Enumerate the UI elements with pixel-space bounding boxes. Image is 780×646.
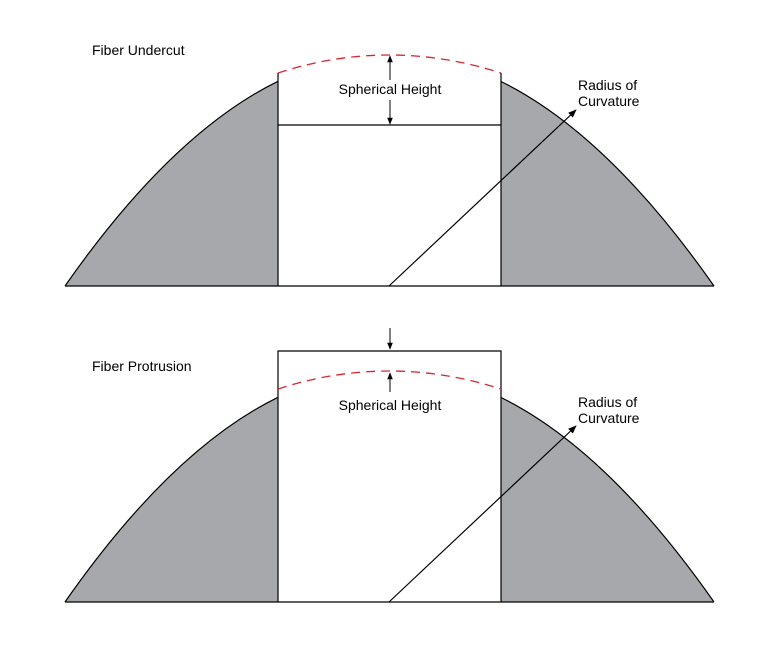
protrusion-panel: Fiber Protrusion Spherical Height Radius… bbox=[64, 328, 715, 603]
undercut-height-label: Spherical Height bbox=[339, 81, 442, 97]
protrusion-radius-label-line2: Curvature bbox=[578, 410, 640, 426]
undercut-cladding-outline-left bbox=[64, 80, 278, 287]
undercut-dashed-sphere-curve bbox=[277, 54, 502, 74]
protrusion-fiber-outline bbox=[277, 350, 502, 602]
protrusion-radius-arrow bbox=[388, 425, 577, 603]
protrusion-radius-label-line1: Radius of bbox=[578, 394, 637, 410]
protrusion-title: Fiber Protrusion bbox=[92, 358, 192, 374]
undercut-panel: Fiber Undercut Spherical Height Radius o… bbox=[64, 42, 715, 287]
protrusion-cladding-left bbox=[65, 397, 278, 602]
protrusion-cladding-outline-right bbox=[501, 397, 715, 603]
undercut-radius-label-line1: Radius of bbox=[578, 77, 637, 93]
undercut-radius-label-line2: Curvature bbox=[578, 93, 640, 109]
protrusion-dashed-sphere-curve bbox=[277, 370, 502, 390]
protrusion-cladding-outline-left bbox=[64, 396, 278, 603]
protrusion-cladding-right bbox=[501, 397, 714, 602]
undercut-radius-arrow bbox=[388, 109, 577, 287]
undercut-cladding-outline-right bbox=[501, 81, 715, 287]
undercut-fiber-outline bbox=[277, 73, 502, 286]
undercut-cladding-right bbox=[501, 81, 714, 286]
undercut-title: Fiber Undercut bbox=[92, 42, 185, 58]
protrusion-height-label: Spherical Height bbox=[339, 397, 442, 413]
undercut-cladding-left bbox=[65, 81, 278, 286]
